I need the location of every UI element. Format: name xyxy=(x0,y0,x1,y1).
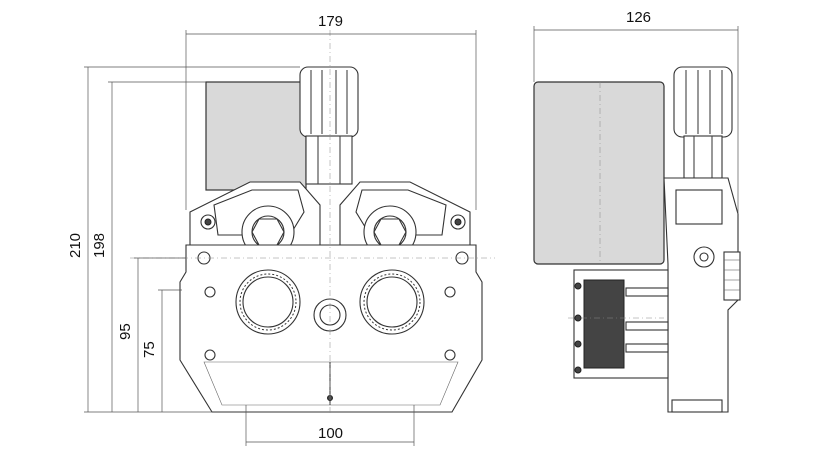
front-screws xyxy=(197,251,469,361)
dim-total-height: 210 xyxy=(67,233,84,258)
front-drive-rollers xyxy=(235,269,425,335)
dimension-lines xyxy=(84,26,739,446)
dim-upper-axis-height: 95 xyxy=(117,323,134,340)
dim-front-width: 179 xyxy=(318,13,343,30)
front-motor-housing xyxy=(205,81,307,191)
side-view xyxy=(533,66,741,413)
dim-lower-axis-height: 75 xyxy=(141,341,158,358)
side-tension-knob xyxy=(673,66,733,179)
dim-bottom-width: 100 xyxy=(318,425,343,442)
side-bracket xyxy=(663,177,741,413)
front-view xyxy=(130,30,495,415)
side-motor-housing xyxy=(533,81,665,265)
dim-body-height: 198 xyxy=(91,233,108,258)
side-gear-block xyxy=(568,269,669,379)
front-tension-knob xyxy=(299,66,359,185)
dim-side-width: 126 xyxy=(626,9,651,26)
